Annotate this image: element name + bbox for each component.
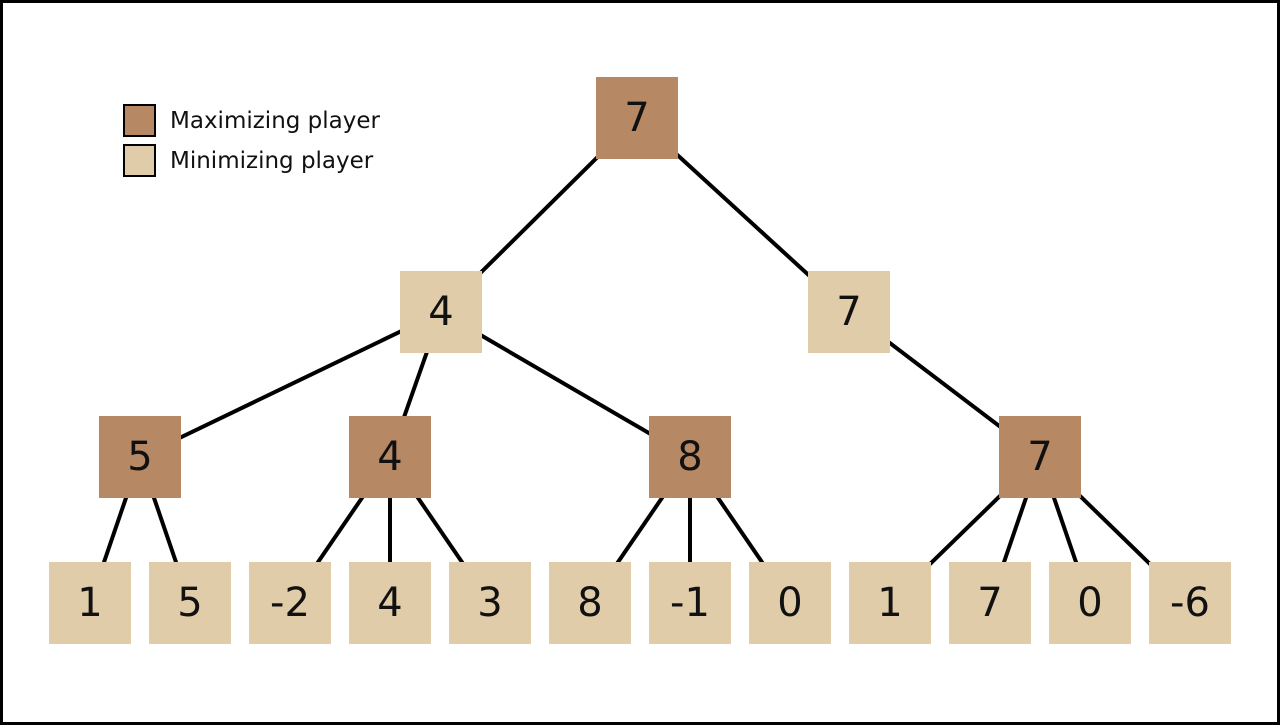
- node-value: 4: [377, 580, 403, 626]
- node-value: 7: [1027, 434, 1053, 480]
- node-f8: 0: [749, 562, 831, 644]
- node-l2b: 4: [349, 416, 431, 498]
- node-value: 1: [877, 580, 903, 626]
- node-value: 4: [428, 289, 454, 335]
- legend-swatch-min: [123, 144, 156, 177]
- node-value: 8: [677, 434, 703, 480]
- node-f7: -1: [649, 562, 731, 644]
- node-root: 7: [596, 77, 678, 159]
- node-f3: -2: [249, 562, 331, 644]
- edge-l1a-l2a: [139, 310, 442, 459]
- node-l1a: 4: [400, 271, 482, 353]
- node-f11: 0: [1049, 562, 1131, 644]
- node-f1: 1: [49, 562, 131, 644]
- node-value: 7: [977, 580, 1003, 626]
- node-value: -1: [670, 580, 710, 626]
- node-value: 8: [577, 580, 603, 626]
- node-value: 0: [1077, 580, 1103, 626]
- node-f12: -6: [1149, 562, 1231, 644]
- legend-swatch-max: [123, 104, 156, 137]
- node-f5: 3: [449, 562, 531, 644]
- node-value: 5: [127, 434, 153, 480]
- node-f6: 8: [549, 562, 631, 644]
- node-f9: 1: [849, 562, 931, 644]
- node-l2a: 5: [99, 416, 181, 498]
- node-value: -2: [270, 580, 310, 626]
- node-value: 4: [377, 434, 403, 480]
- node-l2d: 7: [999, 416, 1081, 498]
- node-value: 0: [777, 580, 803, 626]
- node-value: 1: [77, 580, 103, 626]
- node-value: 7: [836, 289, 862, 335]
- legend-label-min: Minimizing player: [170, 148, 374, 174]
- node-value: 7: [624, 95, 650, 141]
- edge-l1a-l2c: [439, 310, 692, 459]
- legend-label-max: Maximizing player: [170, 108, 380, 134]
- node-l1b: 7: [808, 271, 890, 353]
- node-value: -6: [1170, 580, 1210, 626]
- node-f10: 7: [949, 562, 1031, 644]
- node-value: 5: [177, 580, 203, 626]
- node-f4: 4: [349, 562, 431, 644]
- node-l2c: 8: [649, 416, 731, 498]
- node-value: 3: [477, 580, 503, 626]
- node-f2: 5: [149, 562, 231, 644]
